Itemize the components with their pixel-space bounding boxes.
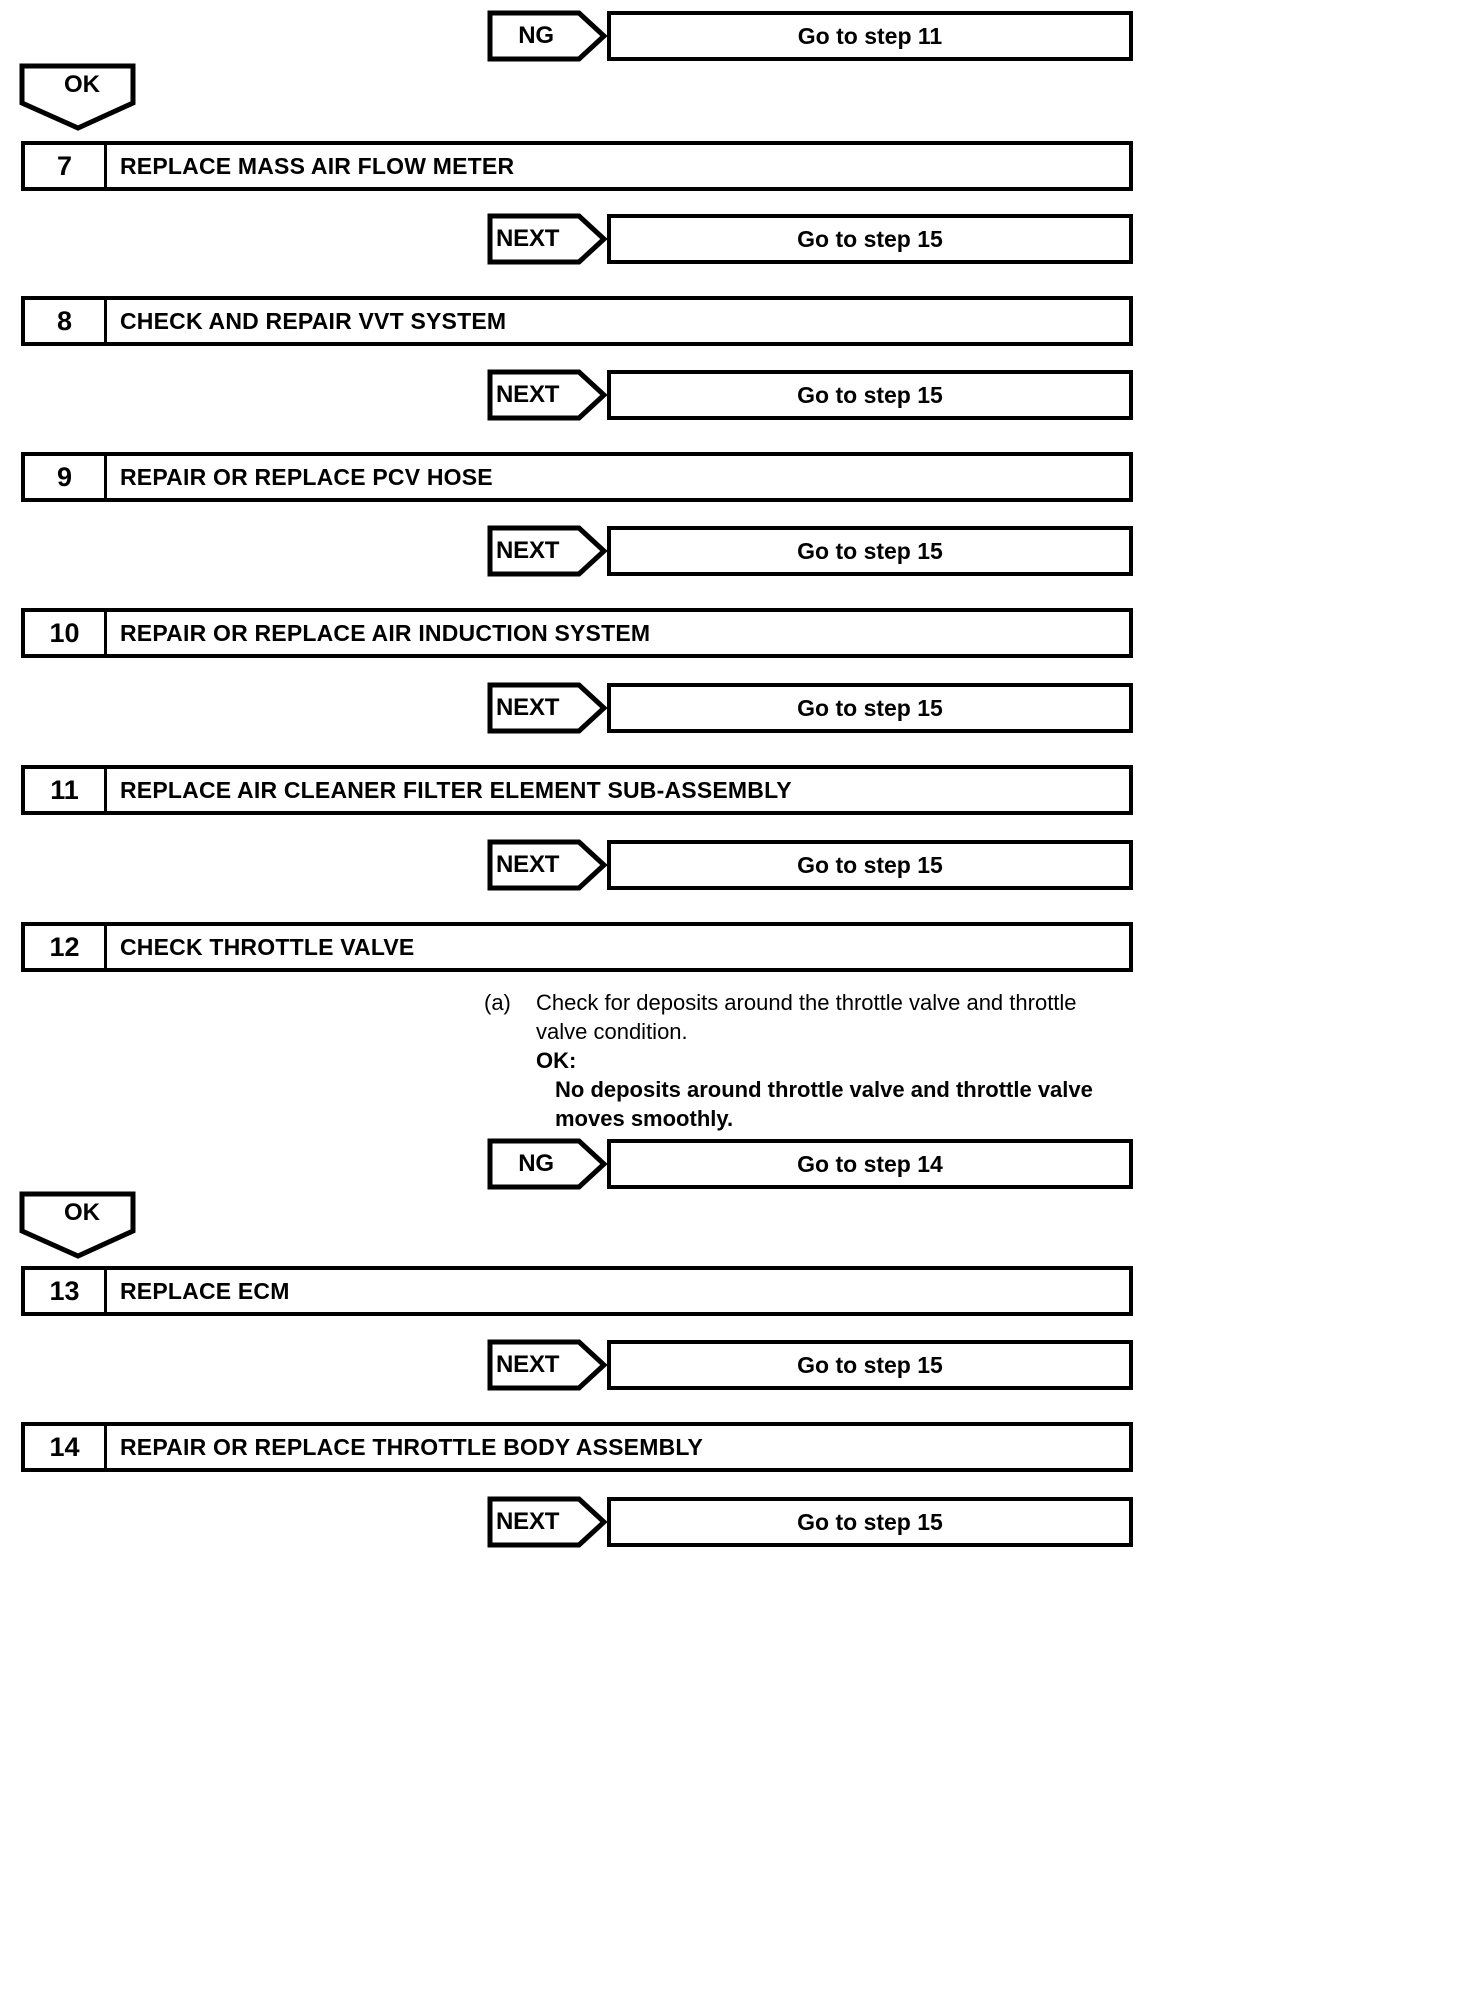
procedure-step-12-body: Check for deposits around the throttle v… xyxy=(536,988,1136,1133)
step-8-number: 8 xyxy=(21,296,107,346)
judgement-next-after-step-14-arrow xyxy=(487,1496,607,1548)
step-9-number: 9 xyxy=(21,452,107,502)
judgement-next-after-step-9-result: Go to step 15 xyxy=(607,526,1133,576)
procedure-step-12-line-5: moves smoothly. xyxy=(555,1106,734,1131)
judgement-next-after-step-9-arrow xyxy=(487,525,607,577)
step-9-title: REPAIR OR REPLACE PCV HOSE xyxy=(107,452,1133,502)
procedure-step-12-line-2: valve condition. xyxy=(536,1019,688,1044)
procedure-step-12-line-3: OK: xyxy=(536,1048,577,1073)
judgement-next-after-step-14-result: Go to step 15 xyxy=(607,1497,1133,1547)
judgement-ng-go-to-step-14-arrow xyxy=(487,1138,607,1190)
step-11-title: REPLACE AIR CLEANER FILTER ELEMENT SUB-A… xyxy=(107,765,1133,815)
step-10-number: 10 xyxy=(21,608,107,658)
judgement-next-after-step-13-arrow xyxy=(487,1339,607,1391)
judgement-next-after-step-7-arrow xyxy=(487,213,607,265)
step-10-title: REPAIR OR REPLACE AIR INDUCTION SYSTEM xyxy=(107,608,1133,658)
procedure-step-12-marker: (a) xyxy=(484,990,511,1015)
judgement-next-after-step-11-result: Go to step 15 xyxy=(607,840,1133,890)
step-11-number: 11 xyxy=(21,765,107,815)
judgement-next-after-step-11-arrow xyxy=(487,839,607,891)
judgement-next-after-step-8-arrow xyxy=(487,369,607,421)
step-12-title: CHECK THROTTLE VALVE xyxy=(107,922,1133,972)
judgement-ng-go-to-step-11-result: Go to step 11 xyxy=(607,11,1133,61)
ok-marker-to-step-7: OK xyxy=(19,63,145,131)
judgement-ng-go-to-step-11-arrow xyxy=(487,10,607,62)
judgement-next-after-step-13-result: Go to step 15 xyxy=(607,1340,1133,1390)
step-8-title: CHECK AND REPAIR VVT SYSTEM xyxy=(107,296,1133,346)
judgement-next-after-step-8-result: Go to step 15 xyxy=(607,370,1133,420)
judgement-ng-go-to-step-14-result: Go to step 14 xyxy=(607,1139,1133,1189)
judgement-next-after-step-10-arrow xyxy=(487,682,607,734)
step-7-title: REPLACE MASS AIR FLOW METER xyxy=(107,141,1133,191)
judgement-next-after-step-7-result: Go to step 15 xyxy=(607,214,1133,264)
procedure-step-12-line-4: No deposits around throttle valve and th… xyxy=(555,1077,1093,1102)
procedure-step-12: (a) Check for deposits around the throttl… xyxy=(484,988,1136,1133)
step-14-number: 14 xyxy=(21,1422,107,1472)
step-13-number: 13 xyxy=(21,1266,107,1316)
step-14-title: REPAIR OR REPLACE THROTTLE BODY ASSEMBLY xyxy=(107,1422,1133,1472)
step-7-number: 7 xyxy=(21,141,107,191)
procedure-step-12-line-1: Check for deposits around the throttle v… xyxy=(536,990,1077,1015)
step-12-number: 12 xyxy=(21,922,107,972)
ok-marker-to-step-13: OK xyxy=(19,1191,145,1259)
judgement-next-after-step-10-result: Go to step 15 xyxy=(607,683,1133,733)
step-13-title: REPLACE ECM xyxy=(107,1266,1133,1316)
